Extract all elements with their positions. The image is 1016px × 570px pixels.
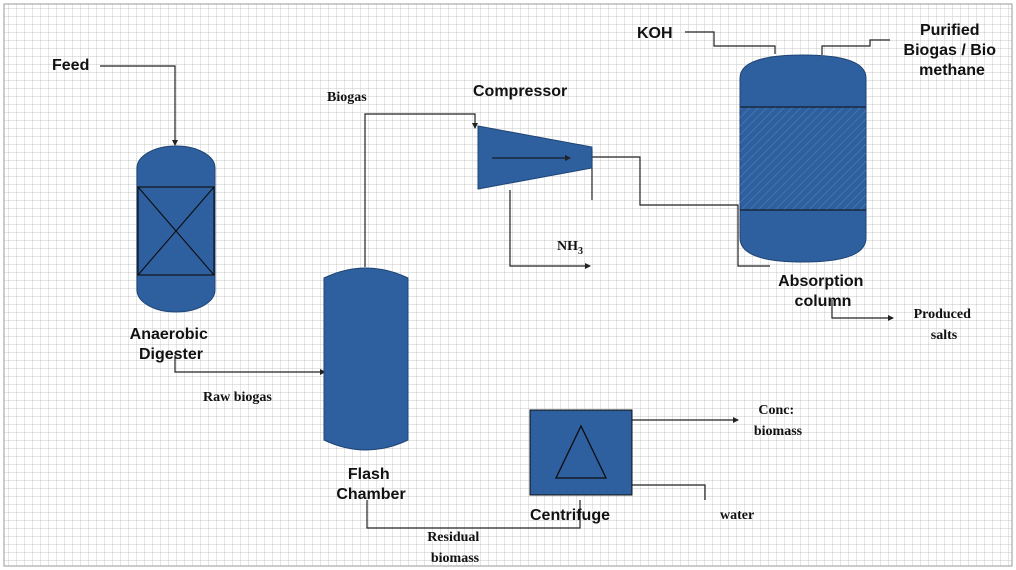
residual-biomass-label: Residual biomass (427, 530, 483, 566)
flash-label: Flash Chamber (336, 466, 405, 503)
nh3-label-subscript: 3 (578, 246, 583, 257)
centrifuge-label: Centrifuge (530, 507, 610, 524)
flash-label-line1: Flash (348, 466, 390, 483)
absorber-packing-icon (740, 107, 866, 210)
compressor-label: Compressor (473, 83, 567, 100)
purified-biogas-label: Purified Biogas / Bio methane (904, 22, 1001, 79)
anaerobic-digester (136, 145, 216, 313)
absorber-label: Absorption column (778, 273, 868, 310)
conc-label-line2: biomass (754, 424, 803, 439)
purified-biogas-line (821, 39, 890, 55)
koh-label: KOH (637, 25, 673, 42)
purified-line1: Purified (920, 22, 980, 39)
raw-biogas-line (174, 355, 326, 375)
absorber-label-line1: Absorption (778, 273, 863, 290)
conc-biomass-label: Conc: biomass (754, 403, 803, 439)
feed-line (100, 65, 178, 146)
absorber-label-line2: column (795, 293, 852, 310)
salts-label: Produced salts (914, 307, 975, 343)
compressor (477, 125, 593, 190)
digester-label-line1: Anaerobic (130, 326, 208, 343)
centrifuge-triangle-icon (554, 424, 608, 479)
compressed-gas-line (592, 156, 770, 267)
feed-label: Feed (52, 57, 89, 74)
water-label: water (720, 508, 754, 523)
water-line (632, 484, 706, 500)
conc-label-line1: Conc: (758, 403, 794, 418)
nh3-line (509, 190, 591, 269)
centrifuge (529, 409, 633, 496)
digester-label-line2: Digester (139, 346, 203, 363)
purified-line3: methane (919, 62, 985, 79)
absorption-column (739, 54, 867, 263)
residual-label-line1: Residual (427, 530, 479, 545)
flash-label-line2: Chamber (336, 486, 405, 503)
raw-biogas-label: Raw biogas (203, 390, 272, 405)
residual-label-line2: biomass (431, 551, 480, 566)
salts-line (831, 300, 894, 321)
residual-biomass-line (366, 500, 581, 529)
purified-line2: Biogas / Bio (904, 42, 997, 59)
salts-label-line1: Produced (914, 307, 972, 322)
biogas-line (364, 113, 478, 267)
salts-label-line2: salts (931, 328, 958, 343)
koh-line (685, 31, 776, 54)
nh3-label: NH3 (557, 239, 583, 257)
nh3-label-main: NH (557, 239, 578, 254)
flash-chamber (323, 267, 409, 451)
digester-label: Anaerobic Digester (130, 326, 213, 363)
biogas-label: Biogas (327, 90, 367, 105)
